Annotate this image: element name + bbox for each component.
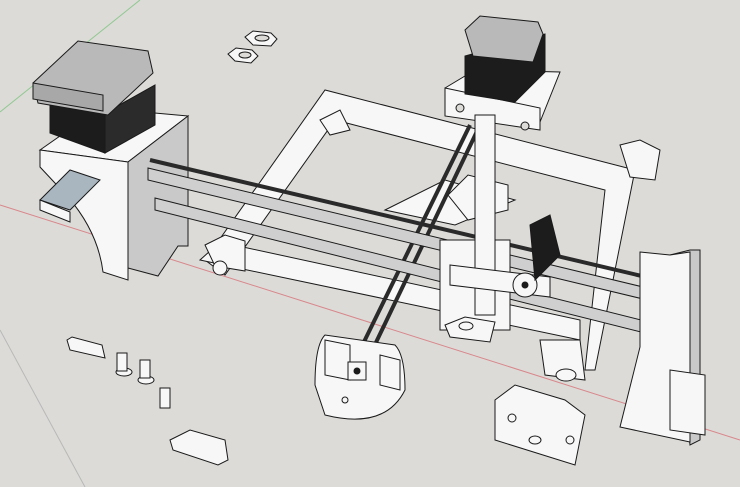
carriage[interactable] xyxy=(439,114,561,343)
stepper-motor-left[interactable] xyxy=(32,40,156,154)
clamp-block[interactable] xyxy=(494,384,586,466)
washer-parts[interactable] xyxy=(227,30,278,64)
blue-axis xyxy=(0,329,86,487)
stepper-motor-top[interactable] xyxy=(464,15,546,103)
idler-mount[interactable] xyxy=(314,334,406,420)
accent-block xyxy=(39,169,101,223)
small-parts[interactable] xyxy=(66,336,229,466)
end-mount-right[interactable] xyxy=(619,249,706,446)
